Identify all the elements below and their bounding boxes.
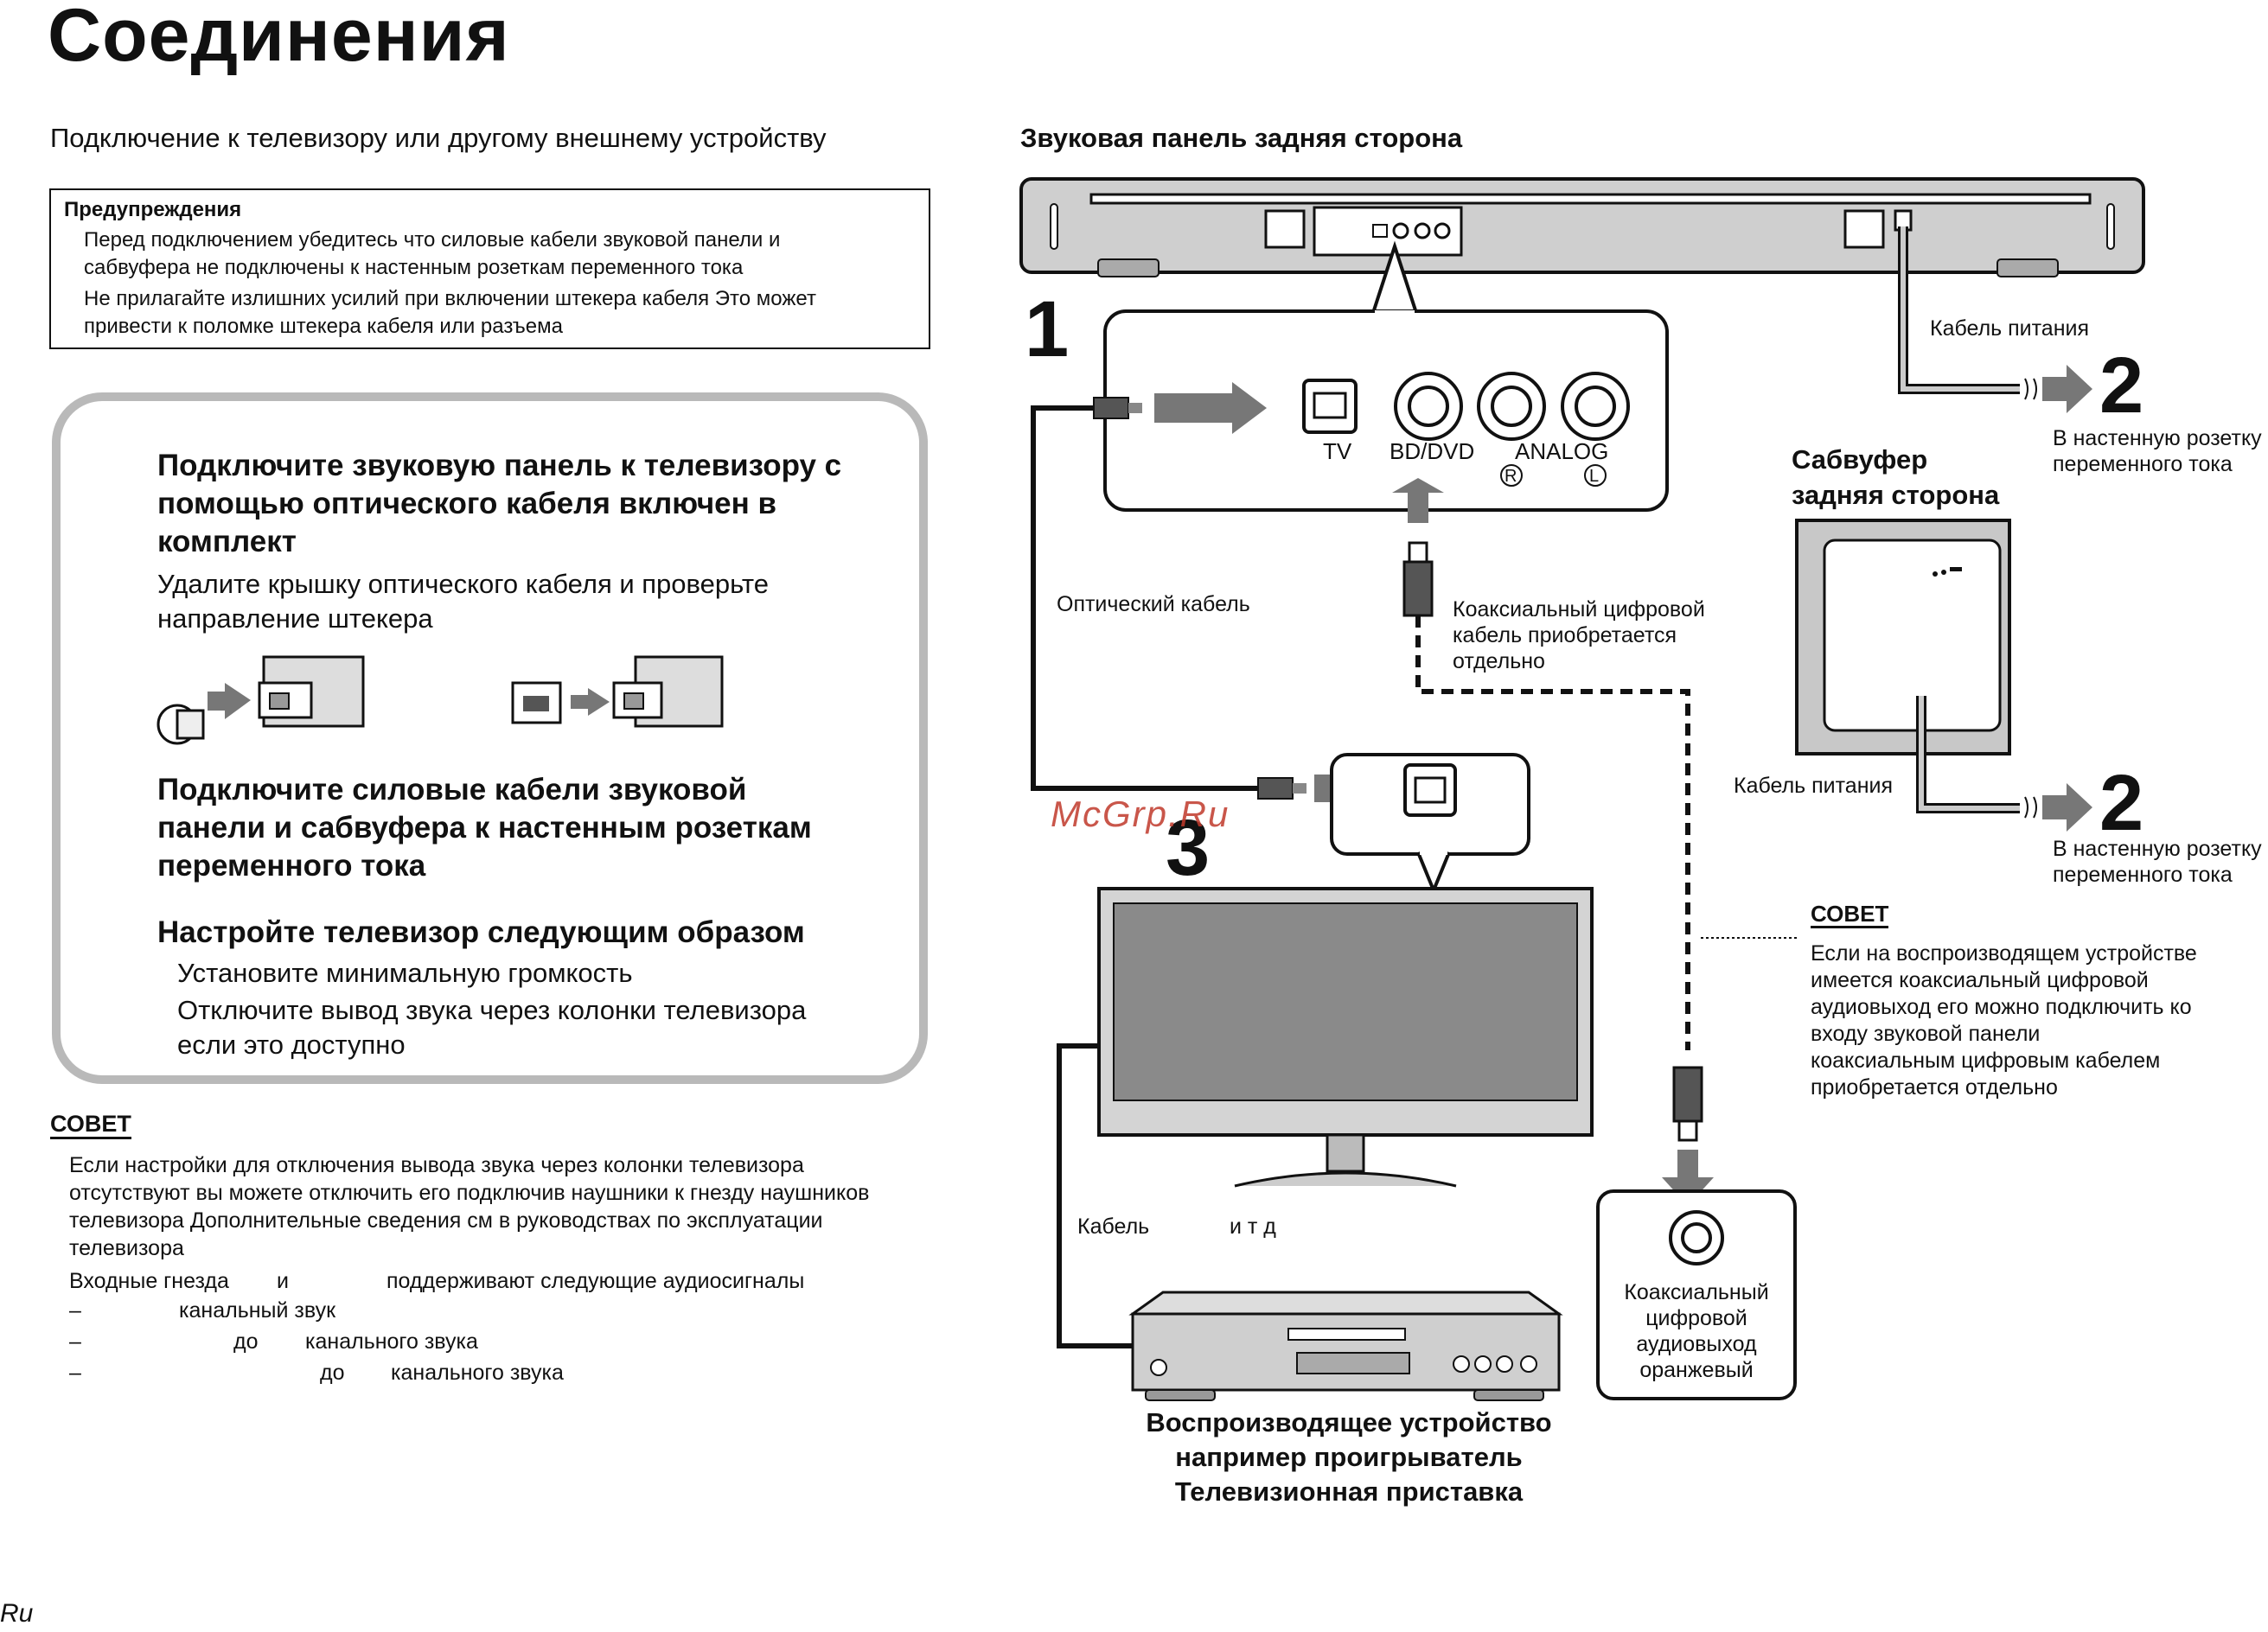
optical-cable-label: Оптический кабель: [1057, 592, 1250, 616]
page-title: Соединения: [48, 0, 510, 77]
subwoofer-title: Сабвуфер: [1792, 444, 1928, 475]
format-text: канального звука: [391, 1361, 564, 1385]
step-number-2: 2: [2099, 759, 2144, 847]
coax-out-label: Коаксиальный: [1624, 1280, 1769, 1304]
format-dash: –: [69, 1329, 81, 1354]
port-l-label: L: [1589, 467, 1600, 486]
coax-output-box: [1596, 1189, 1797, 1400]
step-number-2: 2: [2099, 341, 2144, 430]
coax-out-label: оранжевый: [1639, 1358, 1754, 1382]
warnings-heading: Предупреждения: [64, 198, 242, 221]
step2-heading: панели и сабвуфера к настенным розеткам: [157, 811, 812, 845]
player-illustration: [1128, 1291, 1563, 1401]
tip-inputs-label: Входные гнезда: [69, 1269, 229, 1293]
port-analog-label: ANALOG: [1515, 438, 1609, 464]
power-cable-label: Кабель питания: [1930, 316, 2090, 341]
format-text: канального звука: [305, 1329, 478, 1354]
tip-left-heading: СОВЕТ: [50, 1111, 131, 1139]
soundbar-power-cable: [1898, 226, 2092, 413]
step1-heading: комплект: [157, 525, 297, 558]
tip-inputs-and: и: [277, 1269, 289, 1293]
port-bd-label: BD/DVD: [1390, 438, 1475, 464]
tv-port-callout: [1330, 753, 1530, 896]
step1-heading: помощью оптического кабеля включен в: [157, 487, 777, 520]
step2-heading: переменного тока: [157, 849, 426, 883]
warning-line: привести к поломке штекера кабеля или ра…: [84, 315, 563, 338]
tip-right-line: аудиовыход его можно подключить ко: [1811, 995, 2192, 1019]
tip-left-line: телевизора Дополнительные сведения см в …: [69, 1208, 823, 1233]
coax-cable-illustration: [1402, 541, 1798, 1206]
step3-heading: Настройте телевизор следующим образом: [157, 915, 805, 949]
soundbar-title: Звуковая панель задняя сторона: [1020, 123, 1463, 153]
outlet-label: переменного тока: [2053, 452, 2233, 476]
tip-right-line: Если на воспроизводящем устройстве: [1811, 941, 2197, 966]
tip-left-line: Если настройки для отключения вывода зву…: [69, 1153, 804, 1177]
soundbar-illustration: [1019, 177, 2145, 277]
player-label: Телевизионная приставка: [1174, 1476, 1524, 1507]
step2-heading: Подключите силовые кабели звуковой: [157, 773, 747, 806]
watermark: McGrp.Ru: [1051, 794, 1230, 834]
player-label: например проигрыватель: [1175, 1442, 1523, 1472]
step-number-1: 1: [1025, 285, 1070, 373]
step1-text: Удалите крышку оптического кабеля и пров…: [157, 569, 769, 599]
subwoofer-title: задняя сторона: [1792, 480, 2000, 510]
coax-cable-label: кабель приобретается: [1453, 623, 1677, 647]
port-tv-label: TV: [1323, 438, 1352, 464]
format-text: до: [320, 1361, 345, 1385]
warning-line: сабвуфера не подключены к настенным розе…: [84, 256, 744, 279]
tip-right-line: входу звуковой панели: [1811, 1022, 2041, 1046]
sub-power-cable-label: Кабель питания: [1734, 774, 1894, 798]
tip-right-heading: СОВЕТ: [1811, 901, 1889, 928]
cable-etc-label: и т д: [1230, 1214, 1276, 1239]
player-label: Воспроизводящее устройство: [1146, 1407, 1552, 1438]
coax-out-label: аудиовыход: [1636, 1332, 1757, 1356]
tip-right-line: имеется коаксиальный цифровой: [1811, 968, 2149, 992]
optical-in-arrow: [1154, 382, 1267, 434]
tip-right-line: коаксиальным цифровым кабелем: [1811, 1049, 2161, 1073]
coax-cable-label: Коаксиальный цифровой: [1453, 597, 1705, 622]
format-dash: –: [69, 1361, 81, 1385]
coax-cable-label: отдельно: [1453, 649, 1545, 673]
coax-in-arrow: [1392, 478, 1444, 523]
language-footer: Ru: [0, 1599, 34, 1628]
format-text: канальный звук: [179, 1298, 336, 1323]
steps-panel: Подключите звуковую панель к телевизору …: [52, 392, 928, 1084]
step3-item: Отключите вывод звука через колонки теле…: [177, 995, 807, 1025]
port-r-label: R: [1505, 467, 1517, 486]
outlet-label: переменного тока: [2053, 863, 2233, 887]
page-subtitle: Подключение к телевизору или другому вне…: [50, 123, 827, 153]
warning-line: Перед подключением убедитесь что силовые…: [84, 228, 781, 252]
step-number-3: 3: [1166, 804, 1211, 892]
cable-label: Кабель: [1077, 1214, 1150, 1239]
outlet-label: В настенную розетку: [2053, 426, 2262, 450]
optical-plug-direction-illustration: [511, 655, 724, 728]
warnings-box: Предупреждения Перед подключением убедит…: [49, 188, 930, 349]
format-text: до: [233, 1329, 259, 1354]
subwoofer-illustration: [1795, 519, 2092, 832]
tip-right-line: приобретается отдельно: [1811, 1075, 2058, 1100]
tip-inputs-text: поддерживают следующие аудиосигналы: [387, 1269, 805, 1293]
tip-left-line: телевизора: [69, 1236, 184, 1260]
tip-left-line: отсутствуют вы можете отключить его подк…: [69, 1181, 870, 1205]
outlet-label: В настенную розетку: [2053, 837, 2262, 861]
coax-out-label: цифровой: [1645, 1306, 1747, 1330]
warning-line: Не прилагайте излишних усилий при включе…: [84, 287, 816, 310]
hdmi-cable: [1057, 1043, 1133, 1348]
step3-item: Установите минимальную громкость: [177, 958, 633, 988]
step3-item: если это доступно: [177, 1030, 406, 1060]
step1-heading: Подключите звуковую панель к телевизору …: [157, 449, 842, 482]
port-panel-callout: [1103, 240, 1669, 512]
tv-illustration: [1097, 887, 1594, 1188]
optical-cap-illustration: [157, 655, 365, 745]
format-dash: –: [69, 1298, 81, 1323]
step1-text: направление штекера: [157, 603, 433, 634]
